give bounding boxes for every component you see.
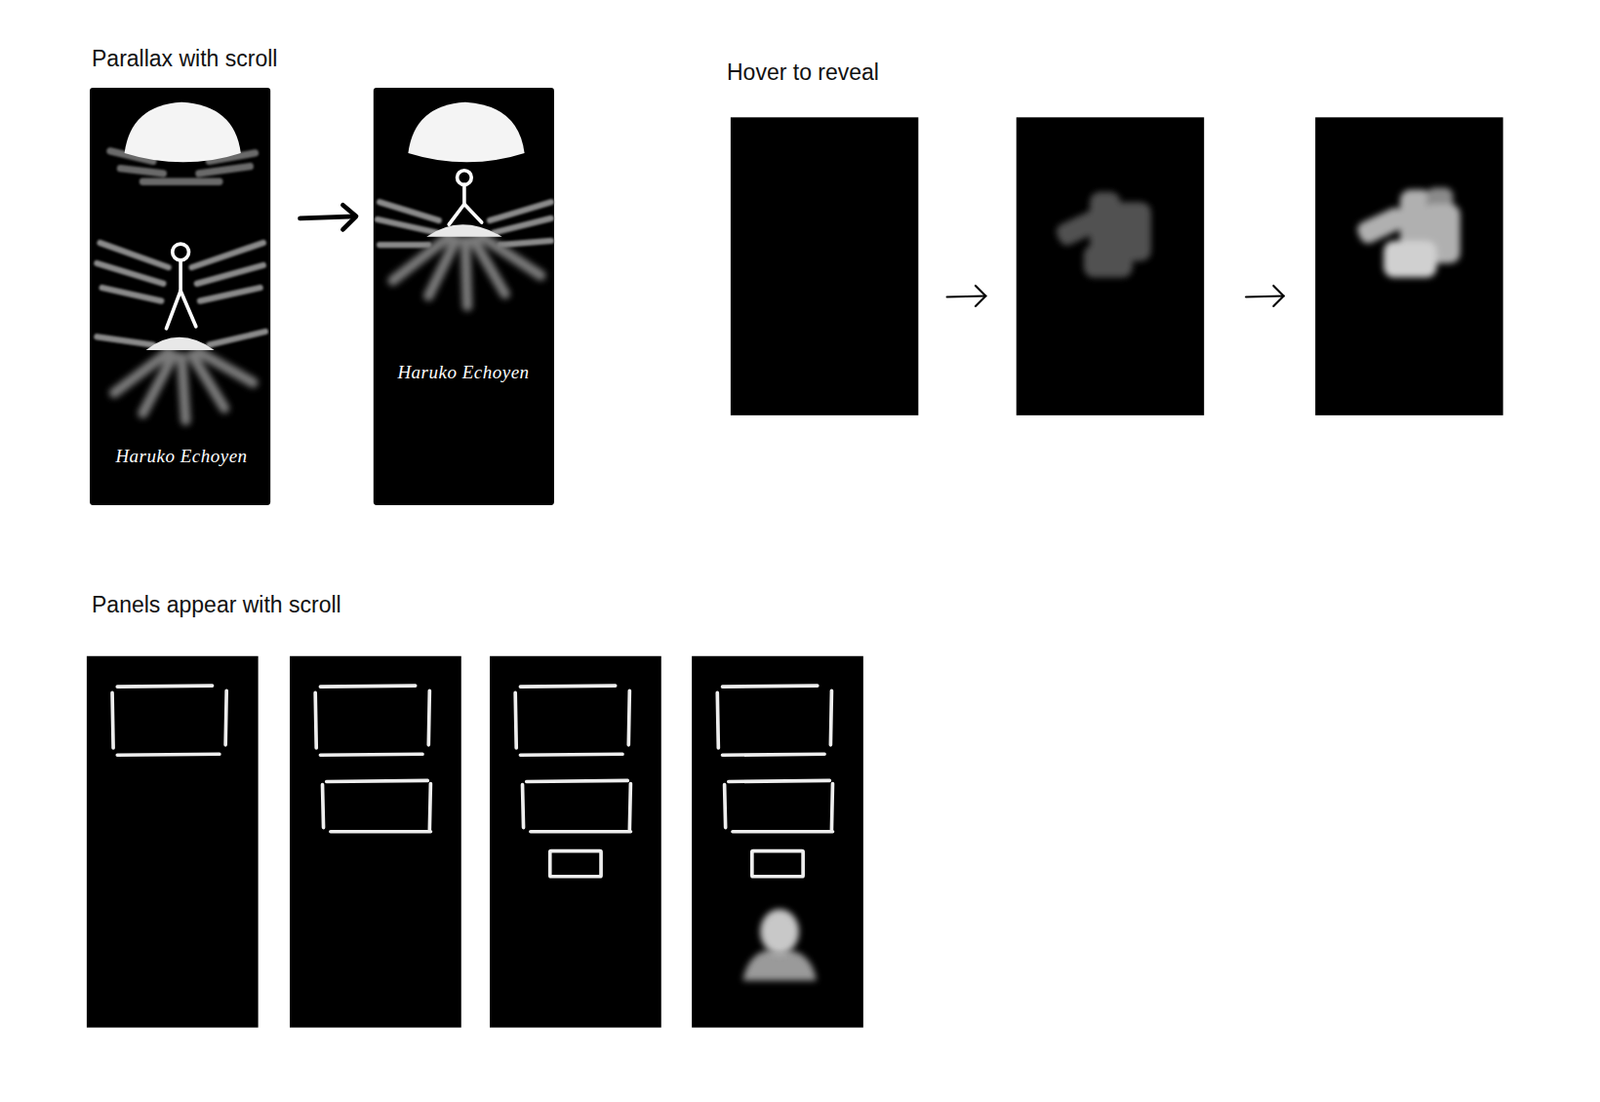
illustration-part: [208, 331, 266, 346]
dark-panel: [489, 656, 662, 1029]
panel-box: [724, 780, 834, 832]
illustration-part: [178, 260, 183, 291]
illustration-part: [172, 243, 190, 261]
faint-blob: [1053, 192, 1152, 279]
dark-panel: [373, 87, 555, 506]
panel-sequence: [86, 656, 864, 1029]
illustration-part: [481, 237, 542, 277]
parallax-frame-1: [89, 87, 271, 506]
panel-box: [322, 780, 432, 832]
illustration-part: [493, 218, 552, 234]
panel-box: [717, 685, 832, 756]
mound: [426, 224, 502, 238]
dark-panel: [1016, 117, 1204, 416]
panel-box: [752, 851, 803, 878]
illustration-part: [428, 240, 456, 297]
section-heading: Parallax with scroll: [91, 44, 278, 73]
illustration-part: [197, 265, 264, 284]
illustration-part: [180, 290, 197, 327]
figure: [448, 170, 481, 225]
illustration-part: [500, 240, 552, 245]
illustration-part: [96, 336, 154, 345]
dark-panel: [1315, 117, 1503, 416]
illustration-part: [1245, 295, 1284, 297]
panel-box: [112, 685, 227, 756]
signature-text: Haruko Echoyen: [115, 445, 247, 468]
illustration-part: [300, 216, 356, 219]
scroll-step-1: [86, 656, 259, 1029]
illustration-part: [1083, 244, 1133, 278]
illustration-part: [377, 219, 438, 234]
illustration-part: [465, 240, 468, 307]
scroll-step-3: [489, 656, 662, 1029]
moon: [407, 102, 524, 163]
person-blob: [742, 909, 816, 981]
illustration-part: [975, 285, 986, 307]
illustration-part: [464, 203, 482, 223]
illustration-part: [342, 204, 357, 230]
dark-panel: [289, 656, 462, 1029]
signature-text: Haruko Echoyen: [397, 361, 529, 384]
illustration-part: [379, 201, 440, 221]
illustration-part: [192, 242, 264, 268]
moon: [124, 102, 241, 163]
illustration-part: [199, 166, 250, 174]
figure: [165, 243, 196, 329]
parallax-frame-2: [373, 87, 555, 506]
illustration-part: [462, 184, 467, 204]
illustration-part: [448, 203, 465, 225]
illustration-part: [100, 242, 169, 268]
illustration-part: [181, 357, 186, 421]
illustration-part: [120, 168, 163, 174]
illustration-part: [96, 263, 163, 284]
illustration-part: [165, 290, 181, 329]
mound: [146, 337, 215, 351]
scroll-step-4: [691, 656, 864, 1029]
section-heading: Panels appear with scroll: [91, 591, 342, 619]
light-rays: [114, 352, 253, 421]
dark-panel: [89, 87, 271, 506]
flow-arrow: [947, 285, 1284, 307]
illustration-part: [947, 295, 987, 297]
flow-arrow: [300, 204, 358, 230]
illustration-part: [1383, 240, 1437, 279]
illustration-part: [200, 287, 261, 302]
panel-box: [515, 685, 630, 756]
illustration-part: [102, 287, 162, 302]
panel-box: [315, 685, 430, 756]
dark-panel: [86, 656, 259, 1029]
scroll-step-2: [289, 656, 462, 1029]
revealed-blob: [1355, 188, 1461, 279]
section-heading: Hover to reveal: [726, 58, 880, 86]
panel-box: [550, 851, 601, 878]
dark-panel: [730, 117, 919, 416]
illustration-part: [379, 241, 429, 248]
illustration-part: [1273, 285, 1283, 307]
wing-strokes: [96, 242, 266, 346]
illustration-part: [142, 355, 173, 414]
dark-panel: [691, 656, 864, 1029]
illustration-part: [457, 170, 473, 186]
panel-box: [522, 780, 632, 832]
light-rays: [393, 237, 542, 307]
illustration-part: [142, 178, 219, 186]
illustration-part: [199, 352, 253, 383]
